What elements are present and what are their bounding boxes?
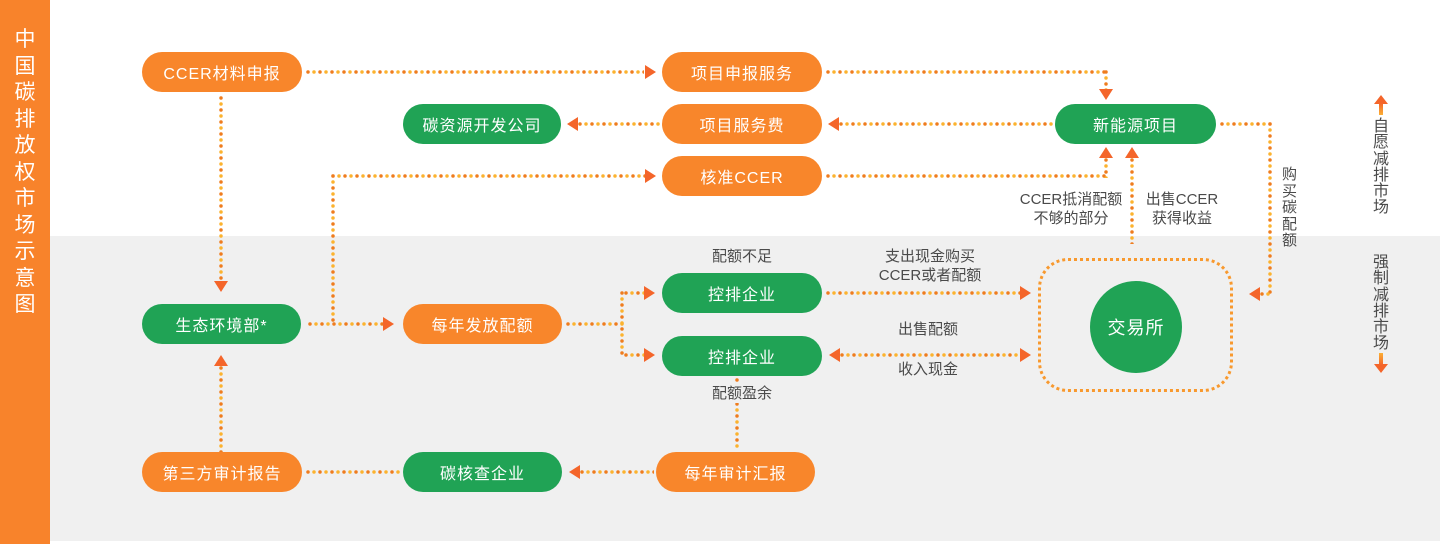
- connector-material-to-moee: [219, 96, 223, 282]
- connector-moee-to-ccer-h: [331, 174, 645, 178]
- arrowhead: [383, 317, 394, 331]
- node-carbon-verify: 碳核查企业: [403, 452, 562, 492]
- node-project-service: 项目申报服务: [662, 52, 822, 92]
- arrowhead: [569, 465, 580, 479]
- connector-surplus-to-audit: [735, 378, 739, 450]
- arrow-tail: [1379, 103, 1383, 115]
- connector-quota-bracket-in: [566, 322, 624, 326]
- node-label: 生态环境部*: [175, 318, 268, 335]
- label-ccer-offset: CCER抵消配额 不够的部分: [1000, 190, 1142, 228]
- label-income-cash: 收入现金: [897, 361, 958, 378]
- exchange-boundary: [1038, 258, 1233, 392]
- connector-report-to-moee: [219, 366, 223, 452]
- connector-sellccer: [1130, 158, 1134, 244]
- connector-buyquota-v: [1268, 122, 1272, 294]
- node-label: CCER材料申报: [163, 66, 281, 83]
- voluntary-market-up-arrow-icon: [1373, 95, 1389, 115]
- mandatory-market-down-arrow-icon: [1373, 353, 1389, 373]
- connector-quota-bracket-v: [620, 291, 624, 357]
- arrowhead: [828, 117, 839, 131]
- connector-declare-to-newenergy-v: [1104, 70, 1108, 90]
- node-third-party-report: 第三方审计报告: [142, 452, 302, 492]
- arrowhead: [1020, 348, 1031, 362]
- arrowhead: [1125, 147, 1139, 158]
- node-label: 每年审计汇报: [684, 466, 787, 483]
- node-label: 第三方审计报告: [162, 466, 282, 483]
- label-mandatory-market: 强制减排市场: [1372, 254, 1389, 353]
- node-label: 碳核查企业: [439, 466, 525, 483]
- label-ccer-offset-line1: CCER抵消配额: [1019, 191, 1123, 208]
- node-label: 核准CCER: [700, 170, 784, 187]
- page-title: 中国碳排放权市场示意图: [14, 28, 36, 316]
- sidebar: 中国碳排放权市场示意图: [0, 0, 50, 544]
- label-voluntary-market: 自愿减排市场: [1372, 118, 1389, 217]
- connector-fee-to-devco: [578, 122, 662, 126]
- label-sell-ccer: 出售CCER 获得收益: [1132, 190, 1232, 228]
- node-label: 项目申报服务: [690, 66, 793, 83]
- connector-moee-to-ccer-v: [331, 174, 335, 324]
- connector-material-to-declare: [306, 70, 644, 74]
- node-moee: 生态环境部*: [142, 304, 301, 344]
- arrowhead: [1020, 286, 1031, 300]
- connector-moee-to-quota: [308, 322, 384, 326]
- arrow-head: [1374, 364, 1388, 373]
- arrowhead: [645, 169, 656, 183]
- connector-newenergy-to-fee: [839, 122, 1055, 126]
- node-enterprise-surplus: 控排企业: [662, 336, 822, 376]
- arrowhead: [1099, 147, 1113, 158]
- node-exchange-label: 交易所: [1107, 318, 1165, 338]
- label-pay-cash: 支出现金购买 CCER或者配额: [850, 247, 1010, 285]
- node-approved-ccer: 核准CCER: [662, 156, 822, 196]
- node-project-fee: 项目服务费: [662, 104, 822, 144]
- node-label: 新能源项目: [1092, 118, 1178, 135]
- arrowhead: [214, 281, 228, 292]
- node-annual-audit: 每年审计汇报: [656, 452, 815, 492]
- connector-buyquota-h2: [1260, 292, 1272, 296]
- node-label: 控排企业: [707, 287, 776, 304]
- label-quota-short: 配额不足: [711, 248, 772, 265]
- node-carbon-dev: 碳资源开发公司: [403, 104, 561, 144]
- label-quota-surplus: 配额盈余: [706, 384, 778, 403]
- connector-buyquota-h1: [1220, 122, 1272, 126]
- arrowhead: [567, 117, 578, 131]
- arrowhead: [1249, 287, 1260, 301]
- arrowhead: [1099, 89, 1113, 100]
- node-exchange: 交易所: [1090, 281, 1182, 373]
- label-sell-ccer-line1: 出售CCER: [1145, 191, 1219, 208]
- label-pay-cash-line2: CCER或者配额: [878, 267, 982, 284]
- node-ccer-material: CCER材料申报: [142, 52, 302, 92]
- node-label: 控排企业: [707, 350, 776, 367]
- arrow-head: [1374, 95, 1388, 104]
- arrowhead: [644, 286, 655, 300]
- node-label: 项目服务费: [699, 118, 785, 135]
- connector-quota-stub-bottom: [624, 353, 644, 357]
- label-sell-quota: 出售配额: [897, 321, 958, 338]
- connector-declare-to-newenergy-h: [826, 70, 1108, 74]
- arrowhead: [644, 348, 655, 362]
- connector-surplus-exchange: [840, 353, 1020, 357]
- connector-ccer-to-newenergy-h: [826, 174, 1108, 178]
- connector-ccer-to-newenergy-v: [1104, 158, 1108, 178]
- connector-audit-to-verify: [580, 470, 654, 474]
- connector-quota-stub-top: [624, 291, 644, 295]
- node-annual-quota: 每年发放配额: [403, 304, 562, 344]
- connector-short-to-exchange: [826, 291, 1020, 295]
- label-pay-cash-line1: 支出现金购买: [884, 248, 975, 265]
- connector-verify-to-report: [306, 470, 401, 474]
- label-sell-ccer-line2: 获得收益: [1151, 210, 1212, 227]
- arrowhead: [829, 348, 840, 362]
- node-label: 每年发放配额: [431, 318, 534, 335]
- node-enterprise-short: 控排企业: [662, 273, 822, 313]
- label-buy-quota: 购买碳配额: [1281, 166, 1297, 249]
- label-ccer-offset-line2: 不够的部分: [1033, 210, 1109, 227]
- node-new-energy: 新能源项目: [1055, 104, 1216, 144]
- arrowhead: [214, 355, 228, 366]
- arrow-tail: [1379, 353, 1383, 365]
- node-label: 碳资源开发公司: [422, 118, 542, 135]
- arrowhead: [645, 65, 656, 79]
